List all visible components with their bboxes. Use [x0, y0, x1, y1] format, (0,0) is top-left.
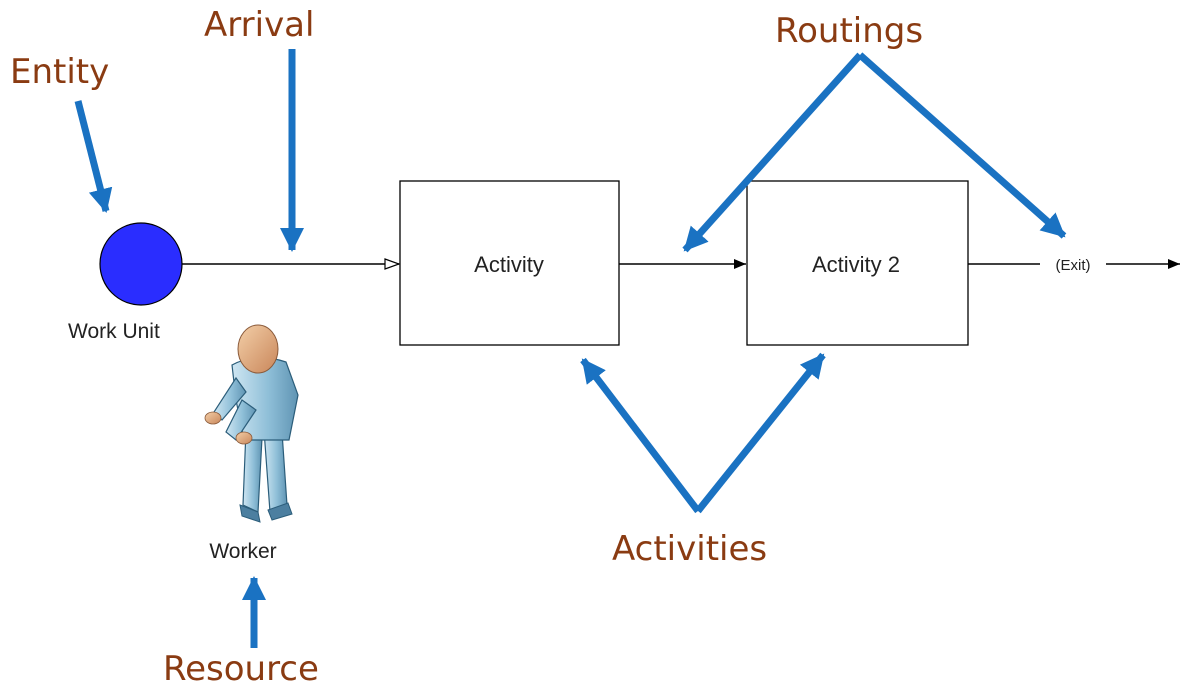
- activities-callout-arrow-right: [695, 352, 826, 514]
- activity-label: Activity: [474, 252, 544, 277]
- activities-callout: Activities: [612, 529, 767, 569]
- routings-callout-arrow-right: [857, 52, 1067, 239]
- activity-box: [399, 180, 620, 346]
- activity-2-box: [746, 180, 969, 346]
- entity-callout-arrow: [74, 100, 113, 213]
- person-worker-icon: [204, 324, 299, 523]
- exit-label: (Exit): [1056, 257, 1091, 274]
- resource-callout: Resource: [163, 649, 319, 689]
- entity-callout: Entity: [10, 52, 109, 92]
- entity-circle-icon: [99, 222, 183, 306]
- activity-2-label: Activity 2: [812, 252, 900, 277]
- activities-callout-arrow-left: [580, 357, 701, 514]
- worker-label: Worker: [209, 540, 276, 563]
- work-unit-label: Work Unit: [68, 320, 160, 343]
- routings-callout: Routings: [775, 11, 923, 51]
- arrival-callout: Arrival: [204, 5, 314, 45]
- routings-callout-arrow-left: [682, 52, 863, 253]
